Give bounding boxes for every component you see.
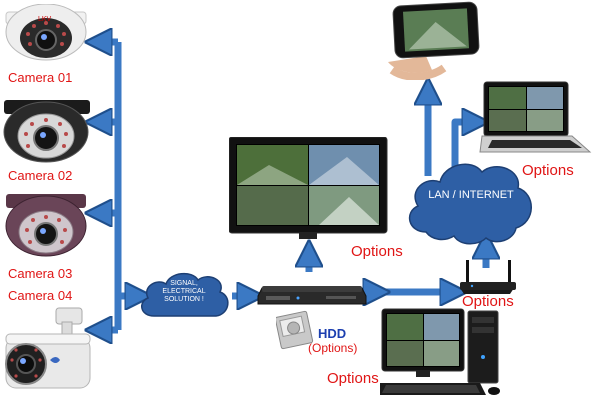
laptop-device [479,81,592,153]
camera-01-image: LKV [5,4,87,61]
hdd-label: HDD [318,326,347,341]
camera-02-image [3,100,90,163]
lan-cloud-label: LAN / INTERNET [428,189,514,201]
signal-cloud-line2: ELECTRICAL [162,288,206,296]
arrow-lan-to-laptop [451,122,477,176]
router-options-label: Options [462,293,514,310]
camera-04-label: Camera 04 [8,288,73,303]
camera-03-label: Camera 03 [8,266,73,281]
lan-cloud-shape [408,163,532,245]
brand-mark: LKV [38,16,52,23]
dvr-recorder [257,286,367,305]
pc-options-label: Options [327,370,379,387]
signal-cloud-line3: SOLUTION ! [164,296,204,304]
tv-monitor [229,137,388,239]
camera-03-image [5,194,87,257]
tv-options-label: Options [351,243,403,260]
router-device [460,260,516,294]
camera-02-label: Camera 02 [8,168,73,183]
signal-cloud-line1: SIGNAL, [170,280,198,287]
camera-01-label: Camera 01 [8,70,73,85]
desktop-pc [380,308,500,395]
laptop-options-label: Options [522,162,574,179]
phone-device [388,1,480,80]
hdd-options-label: (Options) [308,341,358,355]
signal-cloud-text: SIGNAL, ELECTRICAL SOLUTION ! [146,280,222,304]
hdd-image [276,310,314,350]
camera-04-image [5,307,91,389]
signal-cloud-shape [141,272,229,317]
